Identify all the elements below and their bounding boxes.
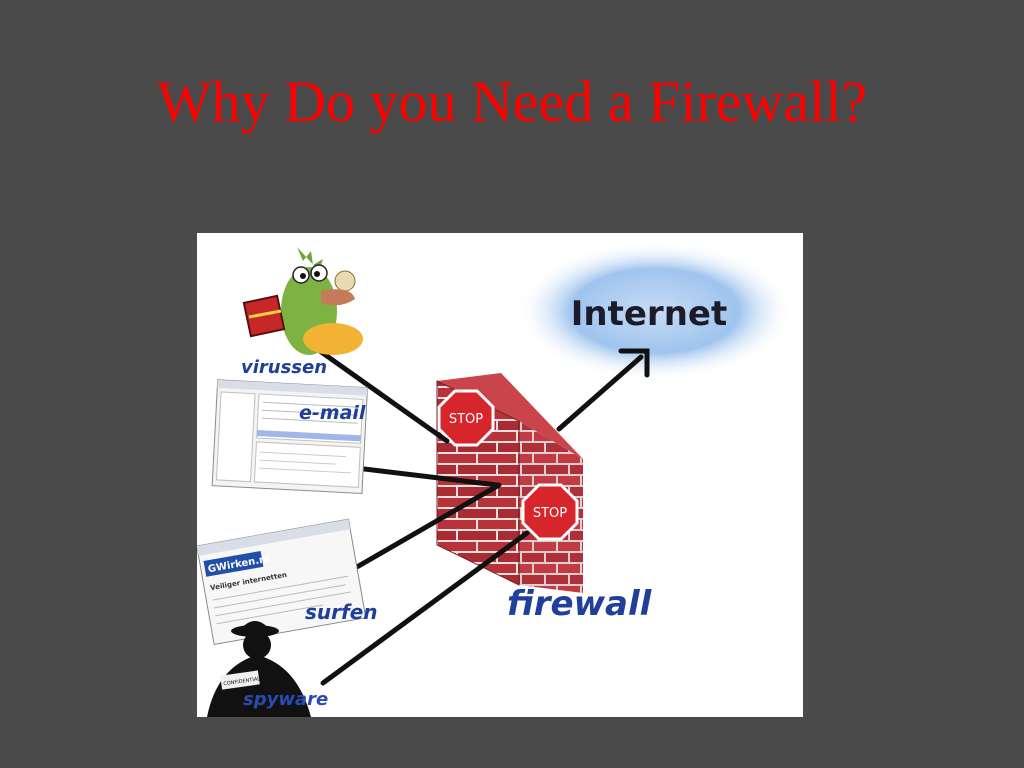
email-label: e-mail — [299, 402, 366, 424]
spyware-label: spyware — [243, 689, 328, 710]
internet-cloud: Internet — [515, 241, 795, 381]
firewall-label: firewall — [507, 584, 653, 624]
stop-sign-bottom-label: STOP — [533, 506, 567, 521]
surfen-label: surfen — [305, 600, 378, 624]
spy-badge: CONFIDENTIAL — [223, 676, 261, 687]
arrow-wall-to-internet — [556, 354, 644, 432]
arrow-surfen-to-wall — [340, 482, 502, 578]
arrow-virus-to-wall — [314, 346, 450, 444]
stop-sign-bottom: STOP — [521, 483, 579, 541]
stop-sign-top-label: STOP — [449, 412, 483, 427]
email-window-icon — [211, 379, 369, 495]
arrow-spyware-to-wall — [320, 530, 530, 686]
browser-window-icon: GWirken.nl Veiliger internetten — [197, 518, 367, 646]
spyware-figure-icon: CONFIDENTIAL — [207, 621, 311, 717]
stop-sign-top: STOP — [437, 389, 495, 447]
virus-label: virussen — [241, 357, 327, 378]
internet-label: Internet — [571, 294, 727, 334]
arrow-head-internet — [618, 348, 650, 378]
virus-monster-icon — [242, 247, 363, 355]
firewall-illustration: Internet STOP STOP vir — [197, 233, 803, 717]
slide-title: Why Do you Need a Firewall? — [156, 69, 868, 134]
